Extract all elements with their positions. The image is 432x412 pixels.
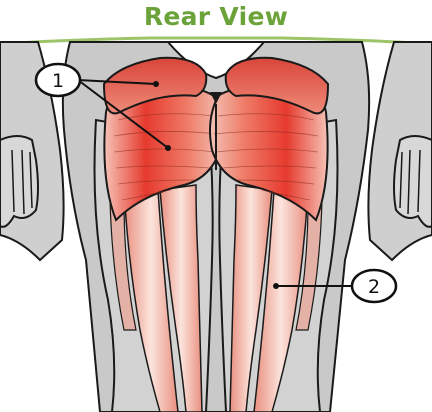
callout-1-label: 1 — [52, 70, 64, 92]
right-hand-icon — [394, 136, 432, 227]
callout-2-label: 2 — [368, 276, 380, 298]
left-hand-icon — [0, 136, 38, 227]
